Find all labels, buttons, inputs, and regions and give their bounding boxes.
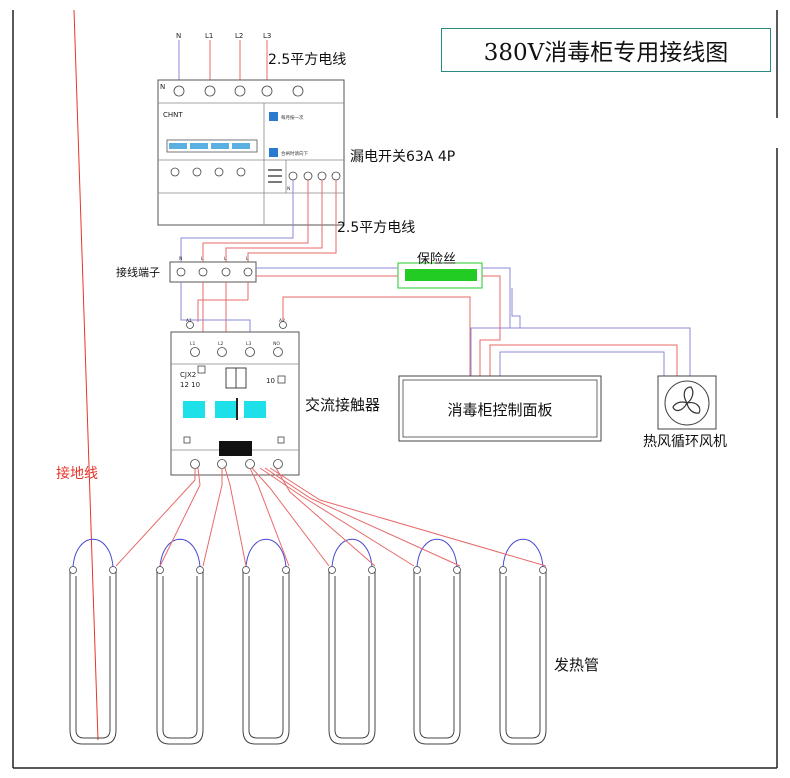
trip-indicator-icon	[269, 148, 278, 157]
fan-blades-icon	[672, 386, 701, 414]
test-button-icon	[269, 112, 278, 121]
contactor-window-3	[244, 401, 266, 418]
breaker-note-1: 每月按一次	[281, 114, 304, 121]
control-wires	[180, 267, 691, 376]
wire-label-top: 2.5平方电线	[268, 52, 346, 68]
contactor-a2: A2	[279, 318, 285, 324]
breaker-to-block-wires	[180, 180, 337, 262]
supply-wires	[178, 40, 268, 86]
contactor-l2: L2	[218, 341, 224, 347]
breaker-brand: CHNT	[163, 111, 183, 119]
block-terminal-l2: L	[224, 256, 227, 262]
fuse-label: 保险丝	[417, 252, 456, 267]
fan-label: 热风循环风机	[643, 434, 727, 450]
heating-tubes	[69, 467, 547, 745]
breaker-note-2: 合闸时请向下	[281, 150, 308, 157]
supply-label-l2: L2	[235, 32, 243, 40]
breaker-handles	[166, 139, 258, 153]
contactor-label: 交流接触器	[305, 396, 380, 414]
block-terminal-n: N	[179, 256, 182, 262]
supply-label-l1: L1	[205, 32, 213, 40]
control-panel	[398, 375, 602, 442]
contactor-black-tab	[219, 441, 252, 456]
contactor-rating: 12 10	[180, 381, 200, 389]
terminal-block-label: 接线端子	[116, 265, 160, 279]
block-terminal-l1: L	[201, 256, 204, 262]
breaker-label: 漏电开关63A 4P	[350, 149, 455, 165]
diagram-title: 380V消毒柜专用接线图	[441, 28, 771, 72]
supply-label-n: N	[176, 32, 181, 40]
circulation-fan	[657, 375, 717, 430]
contactor-model: CJX2	[180, 371, 196, 379]
contactor-no: NO	[273, 341, 280, 347]
breaker-corner-n: N	[160, 83, 165, 91]
contactor-l3: L3	[246, 341, 252, 347]
supply-label-l3: L3	[263, 32, 271, 40]
heater-label: 发热管	[554, 656, 599, 674]
wire-label-mid: 2.5平方电线	[337, 220, 415, 236]
contactor-window-1	[183, 401, 205, 418]
breaker-bottom-screws	[288, 171, 341, 181]
ground-label: 接地线	[56, 465, 98, 482]
ac-contactor: A1 A2 L1 L2 L3 NO CJX2 12 10 10	[170, 318, 300, 476]
block-terminal-l3: L	[246, 256, 249, 262]
leakage-breaker: N CHNT 每月按一次 合闸时请向下 N	[157, 79, 345, 226]
ground-wire	[73, 9, 99, 741]
control-panel-label: 消毒柜控制面板	[447, 401, 552, 419]
breaker-bottom-n: N	[287, 186, 290, 192]
breaker-top-screws	[173, 85, 304, 97]
contactor-window-2	[215, 401, 237, 418]
contactor-a1: A1	[186, 318, 192, 324]
contactor-aux: 10	[266, 377, 275, 385]
terminal-block: N L L L	[169, 256, 257, 283]
outer-frame	[12, 10, 778, 769]
contactor-l1: L1	[190, 341, 196, 347]
breaker-mid-screws	[170, 167, 246, 177]
breaker-grip-lines	[268, 169, 282, 183]
